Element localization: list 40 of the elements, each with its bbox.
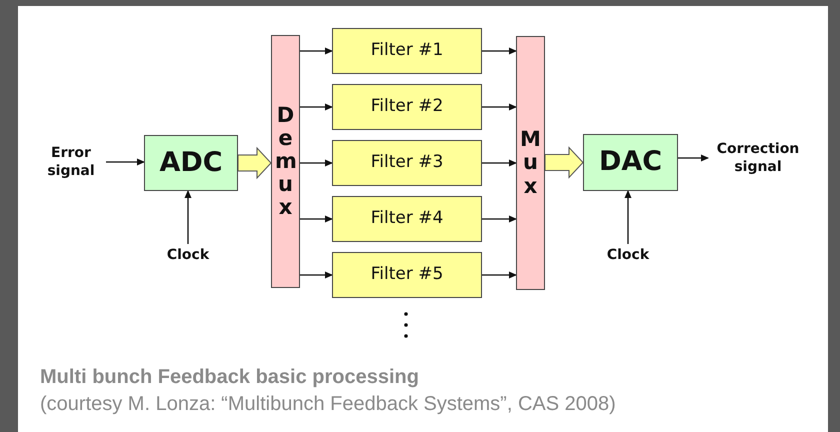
arrow bbox=[300, 272, 333, 278]
filter-block bbox=[332, 84, 482, 130]
block-label: DAC bbox=[598, 145, 662, 180]
filter-block bbox=[332, 28, 482, 74]
arrow bbox=[300, 160, 333, 166]
source-note: (courtesy M. Lonza: “Multibunch Feedback Systems”, CAS 2008) bbox=[40, 392, 616, 417]
block-label: Filter #3 bbox=[370, 151, 444, 174]
filter-block bbox=[332, 140, 482, 186]
block-label: Filter #2 bbox=[370, 95, 444, 118]
arrow bbox=[482, 216, 517, 222]
arrow bbox=[300, 216, 333, 222]
signal-text: Error signal bbox=[46, 144, 96, 180]
arrow bbox=[300, 104, 333, 110]
arrow bbox=[184, 190, 192, 244]
converter-block bbox=[144, 135, 238, 191]
block-label: Filter #5 bbox=[370, 263, 444, 286]
signal-text: Correction signal bbox=[716, 140, 800, 176]
block-label: Demux bbox=[275, 104, 296, 220]
arrow bbox=[482, 48, 517, 54]
caption: Multi bunch Feedback basic processing bbox=[40, 365, 420, 390]
arrow bbox=[106, 158, 145, 166]
filter-block bbox=[332, 196, 482, 242]
signal-text: Clock bbox=[606, 246, 650, 264]
block-label: ADC bbox=[159, 146, 223, 180]
arrow bbox=[300, 48, 333, 54]
block-label: Filter #1 bbox=[370, 39, 444, 62]
signal-text: Clock bbox=[166, 246, 210, 264]
multiplexer-bar bbox=[516, 36, 545, 290]
arrow bbox=[482, 104, 517, 110]
block-label: Mux bbox=[520, 128, 541, 198]
multiplexer-bar bbox=[271, 35, 300, 288]
block-label: Filter #4 bbox=[370, 207, 444, 230]
arrow bbox=[678, 154, 709, 162]
converter-block bbox=[583, 134, 678, 191]
arrow bbox=[482, 272, 517, 278]
block-arrow bbox=[544, 146, 584, 179]
arrow bbox=[482, 160, 517, 166]
arrow bbox=[624, 190, 632, 244]
block-arrow bbox=[238, 146, 272, 180]
filter-block bbox=[332, 252, 482, 298]
